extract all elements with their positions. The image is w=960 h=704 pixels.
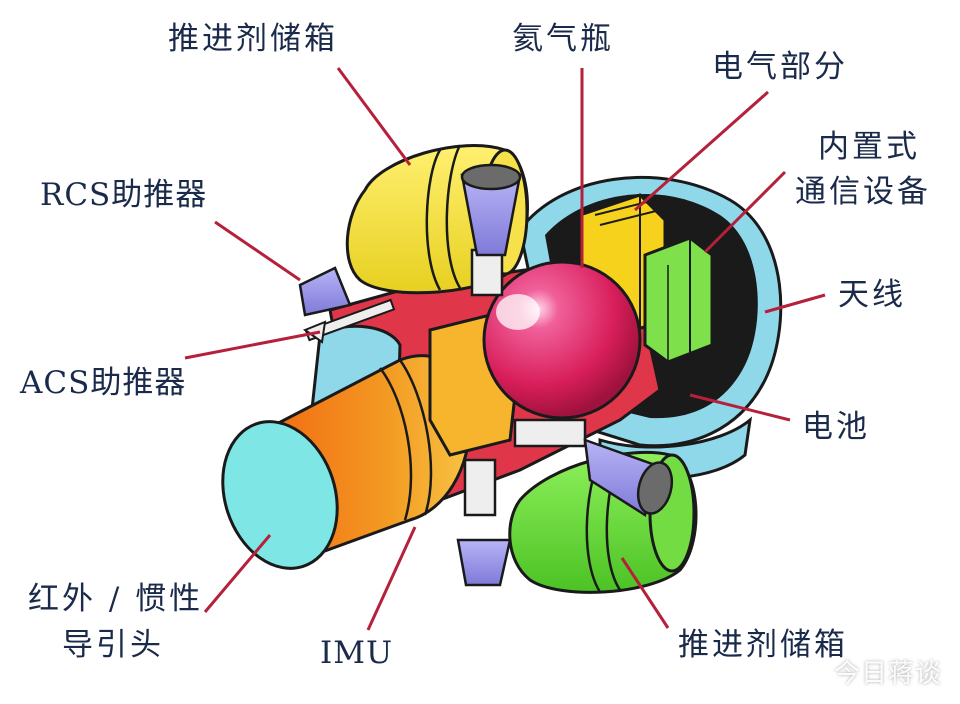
watermark-text: 今日蒋谈	[833, 659, 942, 689]
leader-imu	[366, 526, 417, 631]
leader-battery	[689, 393, 791, 422]
label-rcs-thruster: RCS助推器	[40, 177, 208, 213]
leader-propellant-bottom	[620, 557, 670, 629]
label-ir-seeker-line1: 红外 / 惯性	[28, 581, 204, 617]
label-imu: IMU	[320, 635, 394, 671]
label-acs-thruster: ACS助推器	[20, 365, 187, 401]
seeker-cylinder-shape	[221, 354, 473, 570]
leader-seeker	[203, 534, 272, 613]
label-helium-bottle: 氦气瓶	[512, 21, 614, 57]
leader-antenna	[764, 293, 826, 314]
label-ir-seeker-line2: 导引头	[62, 627, 164, 663]
leader-propellant-top	[336, 67, 412, 166]
label-electrical-part: 电气部分	[712, 49, 848, 85]
dacs-thruster-top	[460, 163, 522, 297]
label-propellant-tank-top: 推进剂储箱	[168, 21, 338, 57]
dacs-thruster-bottom	[456, 458, 512, 587]
helium-bottle-shape	[482, 260, 642, 420]
leader-electrical	[634, 90, 769, 212]
comm-equipment-shape	[643, 236, 714, 364]
label-propellant-tank-bottom: 推进剂储箱	[678, 627, 848, 663]
label-comm-equipment-line2: 通信设备	[795, 174, 931, 210]
rcs-thruster-shape	[298, 266, 352, 317]
leader-lines	[184, 67, 826, 631]
label-antenna: 天线	[838, 277, 906, 313]
label-battery: 电池	[802, 409, 870, 445]
leader-acs	[184, 330, 321, 360]
label-comm-equipment-line1: 内置式	[818, 129, 920, 165]
dacs-thruster-right	[513, 418, 674, 518]
leader-rcs	[214, 220, 301, 282]
leader-comm	[703, 170, 787, 254]
